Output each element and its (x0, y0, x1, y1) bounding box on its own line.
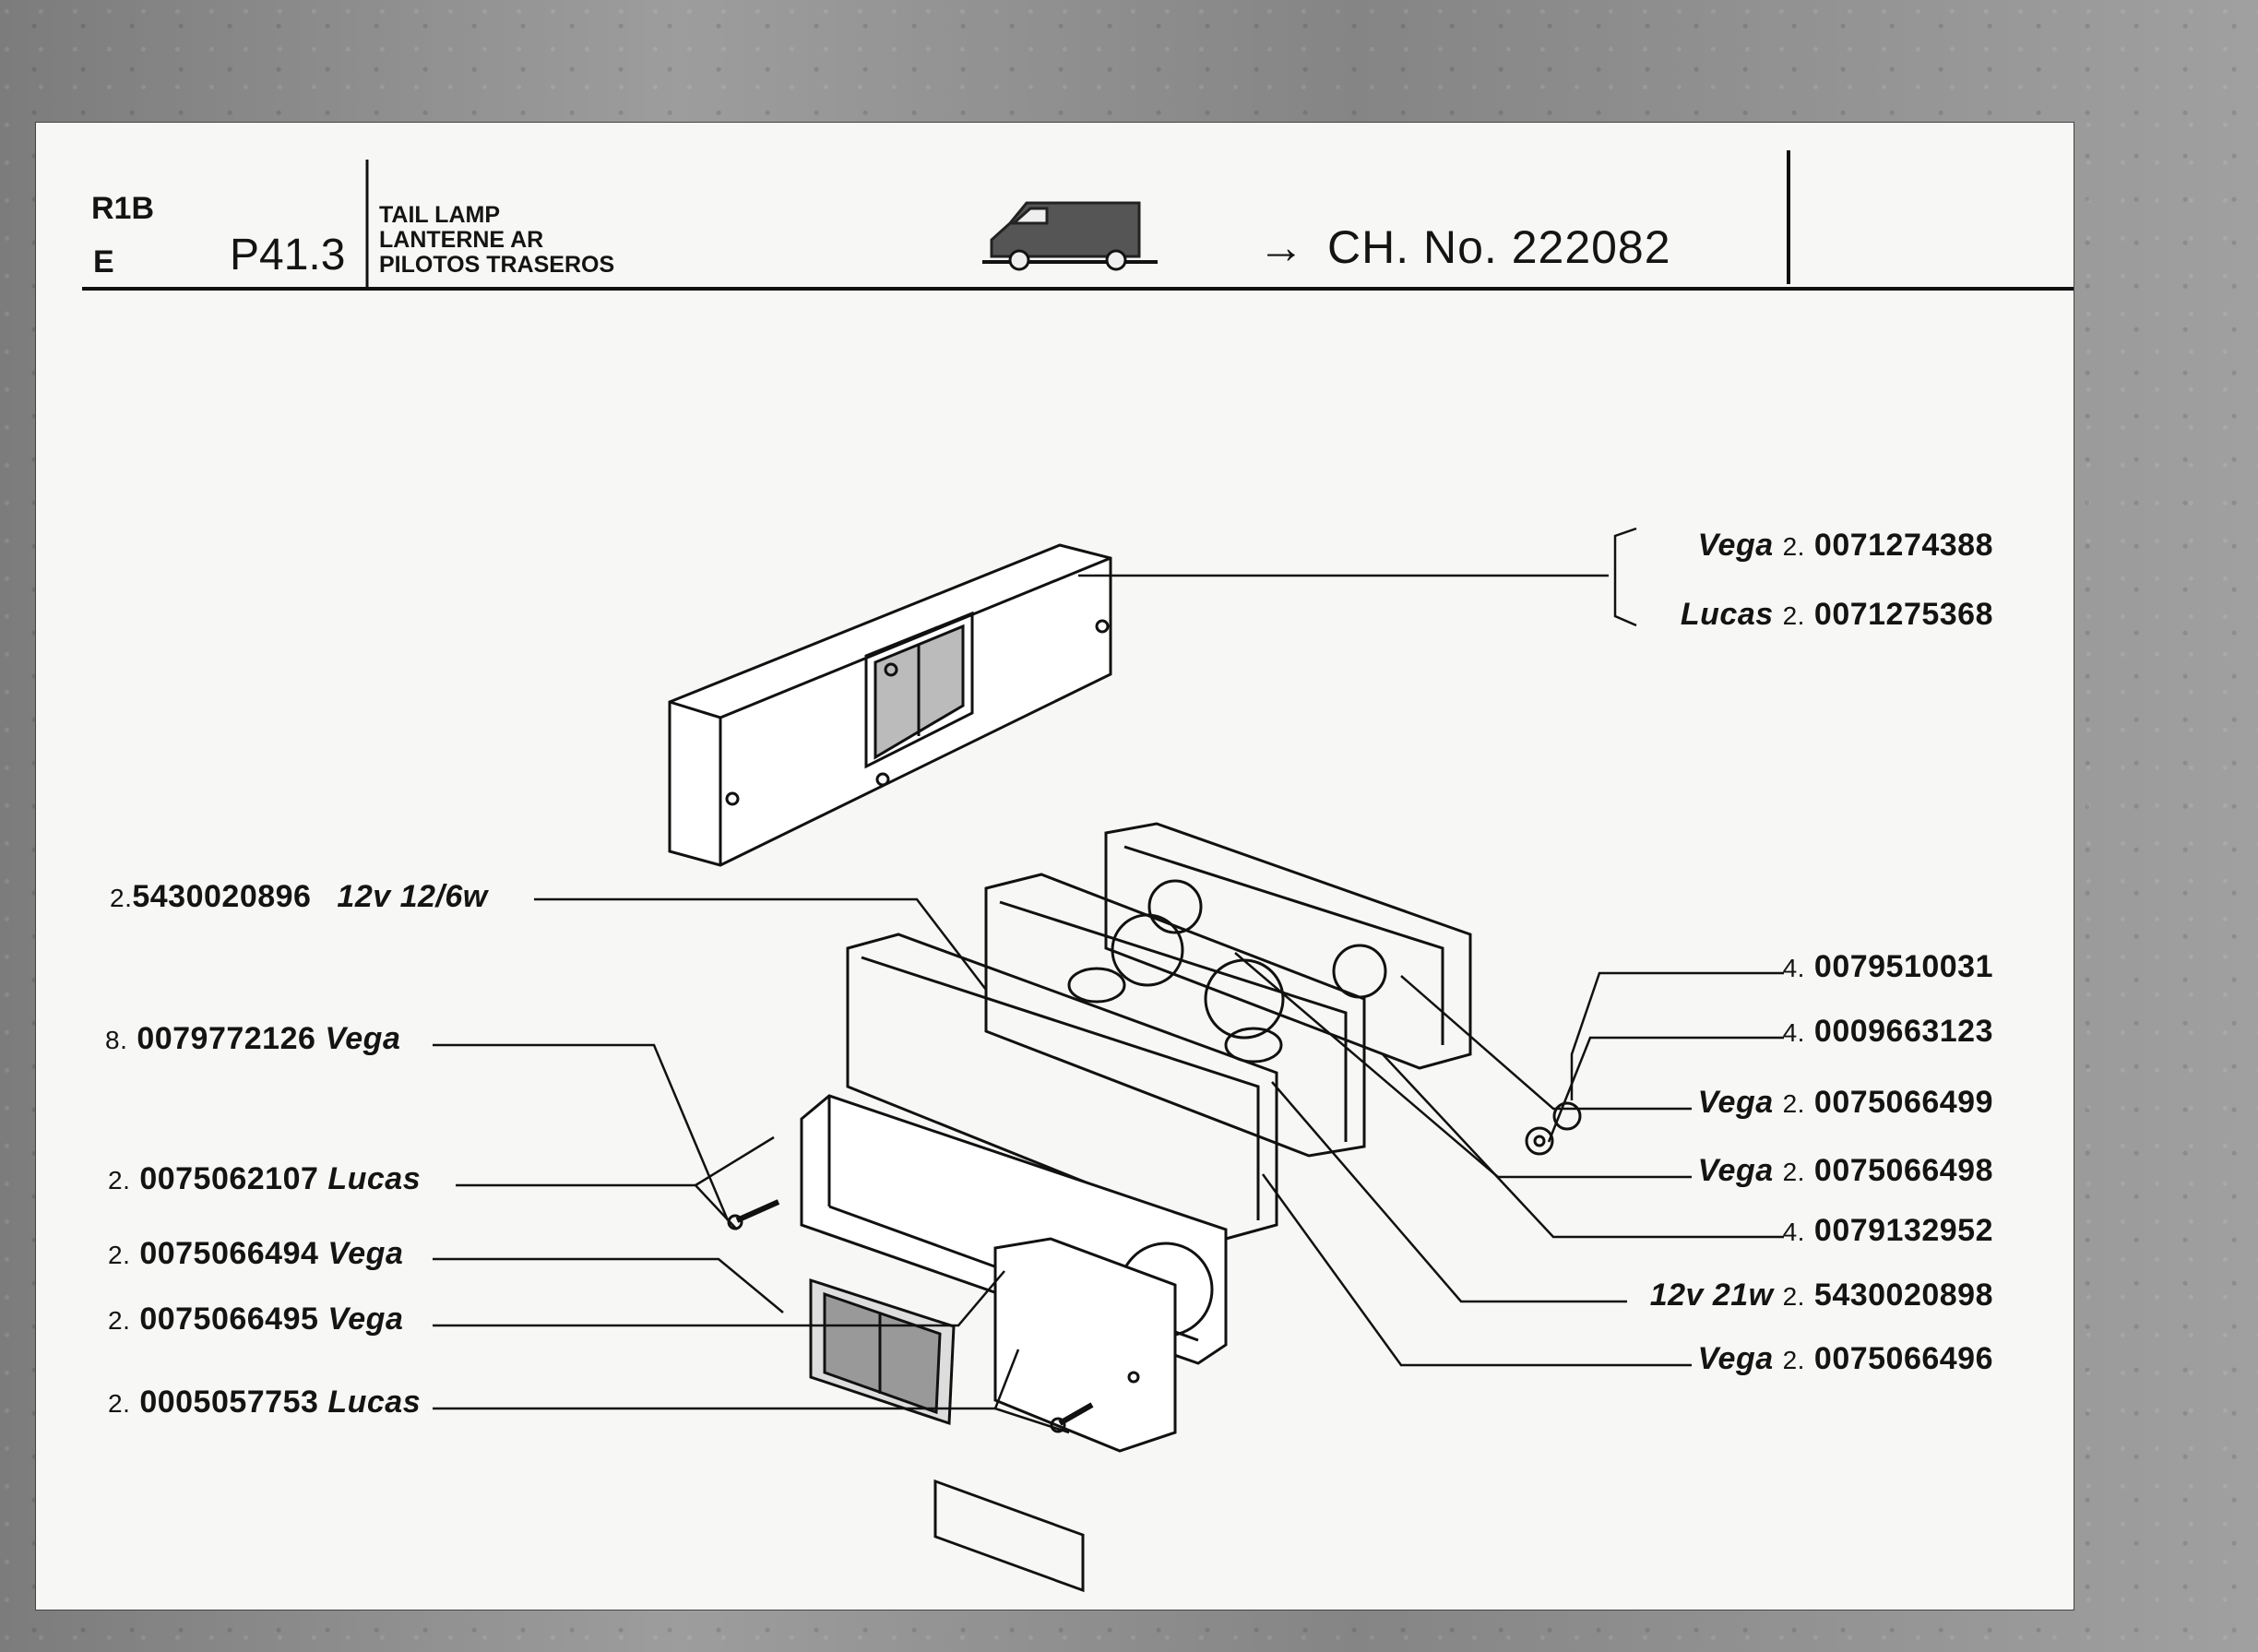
part-label-left: 2. 0075062107 Lucas (108, 1161, 422, 1196)
leader-lines-left (433, 897, 1070, 1434)
title-en: TAIL LAMP (379, 202, 501, 228)
reflector-drawing (809, 1278, 956, 1426)
page-number: P41.3 (230, 231, 346, 279)
title-es: PILOTOS TRASEROS (379, 252, 615, 278)
part-label-left: 8. 0079772126 Vega (105, 1021, 401, 1056)
chassis-number: CH. No. 222082 (1327, 221, 1671, 273)
part-label-right: Vega 2. 0075066496 (1697, 1341, 1993, 1376)
lens-unit-drawing (668, 543, 1112, 867)
title-fr: LANTERNE AR (379, 227, 544, 253)
exploded-view-diagram (82, 150, 2074, 1593)
model-code: R1B (91, 191, 155, 226)
part-label-right: 4. 0079132952 (1782, 1213, 1993, 1248)
part-label-right: Vega 2. 0071274388 (1697, 528, 1993, 563)
chassis-arrow: → (1258, 221, 1305, 273)
part-label-left: 2. 0075066495 Vega (108, 1301, 404, 1337)
part-label-right: 4. 0079510031 (1782, 949, 1993, 984)
gasket-drawing (846, 933, 1278, 1241)
part-label-right: Lucas 2. 0071275368 (1680, 597, 1993, 632)
part-label-right: Vega 2. 0075066498 (1697, 1153, 1993, 1188)
bulb-holder-drawing (984, 873, 1366, 1158)
parts-catalog-sheet: R1B E P41.3 TAIL LAMP LANTERNE AR PILOTO… (36, 123, 2074, 1610)
part-label-right: 4. 0009663123 (1782, 1014, 1993, 1049)
part-label-right: 12v 21w 2. 5430020898 (1649, 1278, 1993, 1313)
part-label-right: Vega 2. 0075066499 (1697, 1085, 1993, 1120)
lens-cover-drawing (993, 1237, 1177, 1453)
part-label-left: 2.5430020896 12v 12/6w (110, 879, 488, 914)
van-icon (982, 201, 1158, 271)
leader-lines-right (1078, 527, 1784, 1367)
language-code: E (93, 244, 114, 279)
part-label-left: 2. 0075066494 Vega (108, 1236, 404, 1271)
screw-drawings (727, 1101, 1582, 1433)
part-label-left: 2. 0005057753 Lucas (108, 1385, 422, 1420)
